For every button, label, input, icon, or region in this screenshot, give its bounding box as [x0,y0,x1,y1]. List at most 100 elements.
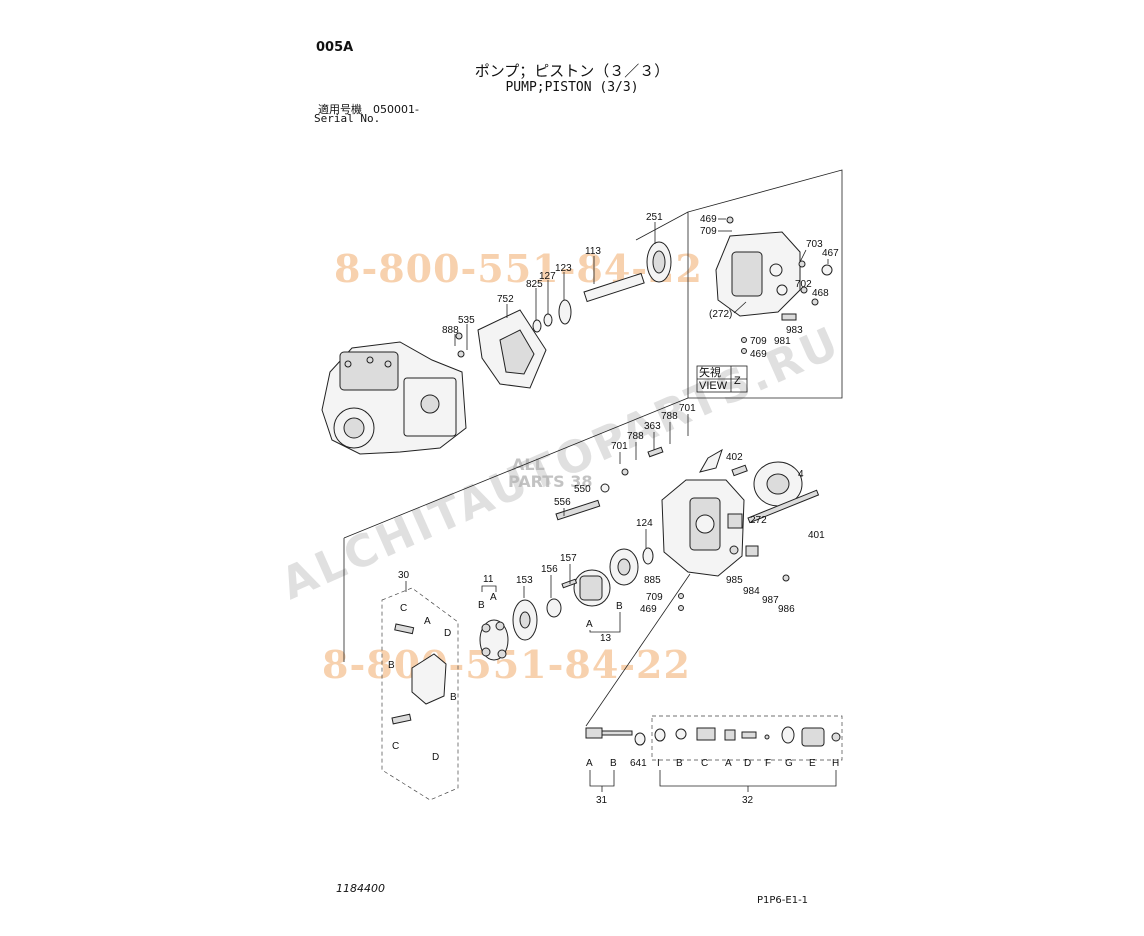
group-31-drawing [585,727,646,746]
pump-housing-drawing [661,479,745,577]
callout-13: 13 [600,633,612,644]
callout-701-right: 701 [679,403,696,414]
callout-30-B-left: B [388,660,395,671]
callout-127: 127 [539,271,556,282]
ring-156-drawing [546,598,562,618]
callout-702: 702 [795,279,812,290]
group-32-frame [651,715,843,761]
callout-32-H: H [832,758,839,769]
callout-788-left: 788 [627,431,644,442]
callout-272-paren: (272) [709,309,732,320]
view-z-label-en: VIEW [699,380,728,392]
callout-986: 986 [778,604,795,615]
ring-709-drawing [678,593,684,599]
callout-123: 123 [555,263,572,274]
plug-469-drawing [678,605,684,611]
callout-30-B-right: B [450,692,457,703]
view-z-panel-frame [687,169,843,399]
callout-11-B: B [478,600,485,611]
callout-31: 31 [596,795,608,806]
page-code: 005A [316,40,354,55]
callout-985: 985 [726,575,743,586]
callout-467: 467 [822,248,839,259]
callout-124: 124 [636,518,653,529]
callout-32-F: F [765,758,771,769]
piston-set-11-drawing [479,619,509,661]
callout-272: 272 [750,515,767,526]
pin-556-drawing [555,499,601,521]
callout-32-C: C [701,758,708,769]
callout-30-D-top: D [444,628,451,639]
callout-703: 703 [806,239,823,250]
callout-709-top: 709 [700,226,717,237]
callout-401: 401 [808,530,825,541]
watermark-logo-bottom: PARTS 38 [508,472,593,491]
callout-251: 251 [646,212,663,223]
bolt-402-drawing [731,464,748,477]
callout-469-top: 469 [700,214,717,225]
callout-157: 157 [560,553,577,564]
callout-987: 987 [762,595,779,606]
callout-30-C-top: C [400,603,407,614]
leader-panel-bottom [343,397,689,539]
pump-assembly-drawing [321,341,467,455]
callout-153: 153 [516,575,533,586]
callout-32: 32 [742,795,754,806]
view-z-arrow-icon [698,448,723,473]
callout-31-A: A [586,758,593,769]
bearing-251-drawing [646,241,672,283]
callout-888: 888 [442,325,459,336]
callout-556: 556 [554,497,571,508]
callout-30-C-bottom: C [392,741,399,752]
figure-code: P1P6-E1-1 [757,895,809,906]
callout-30-A: A [424,616,431,627]
callout-550: 550 [574,484,591,495]
callout-32-I: I [657,758,660,769]
callout-4: 4 [798,469,804,480]
swash-plate-30-drawing [391,623,447,725]
flange-4-drawing [753,461,803,507]
group-32-drawing [654,726,841,747]
spring-157-drawing [561,578,578,589]
serial-number-label: Serial No. [314,112,381,125]
page-title-japanese: ポンプ；ピストン（３／３） [474,62,670,80]
callout-363: 363 [644,421,661,432]
leader-panel-top [635,211,689,241]
plug-986-drawing [782,574,790,582]
gasket-752-inner [499,329,535,375]
callout-11-A: A [490,592,497,603]
callout-709-low: 709 [646,592,663,603]
retainer-plate-153-drawing [512,599,538,641]
callout-788-right: 788 [661,411,678,422]
callout-13-A: A [586,619,593,630]
callout-709-mid: 709 [750,336,767,347]
group-30-frame [381,587,459,801]
callout-535: 535 [458,315,475,326]
callout-641: 641 [630,758,647,769]
valve-plate-drawing [609,548,639,586]
callout-32-D: D [744,758,751,769]
seal-550-drawing [600,483,610,493]
callout-402: 402 [726,452,743,463]
callout-825: 825 [526,279,543,290]
callout-13-B: B [616,601,623,612]
callout-31-B: B [610,758,617,769]
callout-32-A: A [725,758,732,769]
callout-32-E: E [809,758,816,769]
callout-156: 156 [541,564,558,575]
bolt-888-drawing [455,332,463,340]
port-272-drawing [727,513,743,529]
bearing-124-drawing [642,547,654,565]
bolt-401-drawing [747,489,820,524]
callout-984: 984 [743,586,760,597]
callout-752: 752 [497,294,514,305]
callout-701-left: 701 [611,441,628,452]
ring-985-drawing [729,545,739,555]
sensor-984-drawing [745,545,759,557]
plug-701-drawing [621,468,629,476]
screw-363-drawing [647,446,664,458]
serial-applicability-label: 適用号機 050001- [318,103,419,116]
callout-468: 468 [812,288,829,299]
callout-32-G: G [785,758,793,769]
